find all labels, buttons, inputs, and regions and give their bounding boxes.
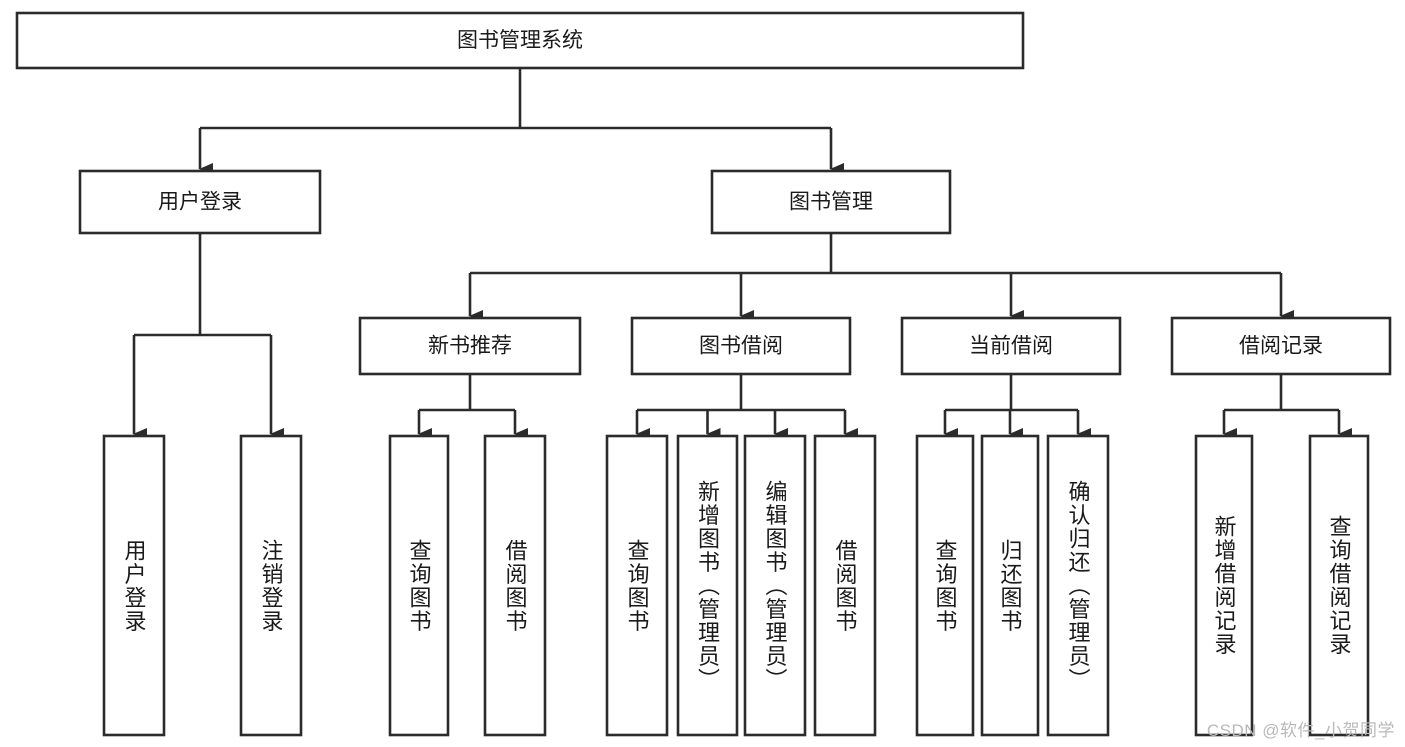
node-label-图书管理系统-root: 图书管理系统 xyxy=(457,29,583,52)
leaf-box-注销登录-1[interactable] xyxy=(239,434,303,737)
node-box-图书借阅[interactable] xyxy=(630,316,852,376)
watermark-text: CSDN @软件_小贺同学 xyxy=(1206,721,1395,740)
node-box-新书推荐[interactable] xyxy=(358,316,582,376)
leaf-box-确认归还管理员-10[interactable] xyxy=(1046,434,1110,737)
node-label-图书管理: 图书管理 xyxy=(789,191,873,214)
leaf-box-查询借阅记录-12[interactable] xyxy=(1308,434,1370,737)
leaf-box-借阅图书-3[interactable] xyxy=(483,434,547,737)
leaf-box-新增借阅记录-11[interactable] xyxy=(1194,434,1254,737)
leaf-box-查询图书-4[interactable] xyxy=(605,434,669,737)
leaf-box-归还图书-9[interactable] xyxy=(980,434,1040,737)
node-box-group xyxy=(15,11,1392,737)
node-label-用户登录: 用户登录 xyxy=(158,191,242,214)
node-label-当前借阅: 当前借阅 xyxy=(969,335,1053,358)
node-box-借阅记录[interactable] xyxy=(1170,316,1392,376)
node-label-新书推荐: 新书推荐 xyxy=(428,335,512,358)
node-box-当前借阅[interactable] xyxy=(900,316,1122,376)
node-box-用户登录[interactable] xyxy=(78,169,322,235)
node-label-借阅记录: 借阅记录 xyxy=(1239,335,1323,358)
node-label-图书借阅: 图书借阅 xyxy=(699,335,783,358)
leaf-box-用户登录-0[interactable] xyxy=(102,434,166,737)
connector-group xyxy=(132,68,1352,440)
leaf-box-新增图书管理员-5[interactable] xyxy=(676,434,739,737)
node-box-图书管理[interactable] xyxy=(710,169,952,235)
leaf-box-查询图书-2[interactable] xyxy=(388,434,450,737)
leaf-box-编辑图书管理员-6[interactable] xyxy=(743,434,807,737)
leaf-box-借阅图书-7[interactable] xyxy=(813,434,877,737)
leaf-box-查询图书-8[interactable] xyxy=(915,434,975,737)
node-box-图书管理系统-root[interactable] xyxy=(15,11,1025,70)
